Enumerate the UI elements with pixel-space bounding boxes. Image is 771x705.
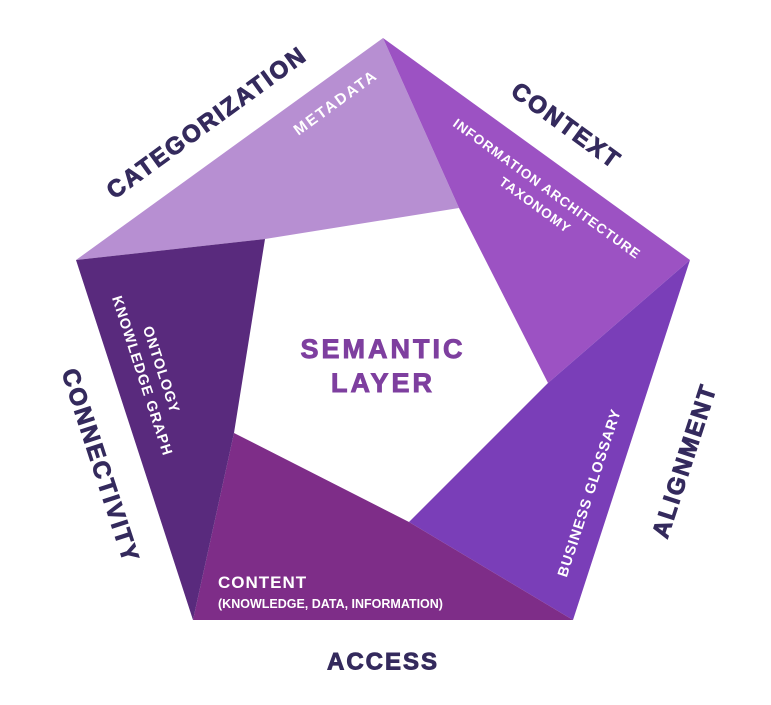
outer-label-access: ACCESS [327,649,439,676]
content-label-line1: CONTENT [218,573,307,592]
center-title: SEMANTIC LAYER [300,334,466,399]
segment-information-architecture [383,38,690,383]
segment-business-glossary [409,260,690,620]
outer-label-alignment: ALIGNMENT [647,380,722,541]
content-label: CONTENT (KNOWLEDGE, DATA, INFORMATION) [218,573,443,611]
segment-content [193,433,573,620]
segment-ontology [76,239,265,620]
center-title-line1: SEMANTIC [301,334,466,364]
center-title-line2: LAYER [331,368,435,398]
content-label-line2: (KNOWLEDGE, DATA, INFORMATION) [218,597,443,611]
segment-metadata [76,38,459,260]
